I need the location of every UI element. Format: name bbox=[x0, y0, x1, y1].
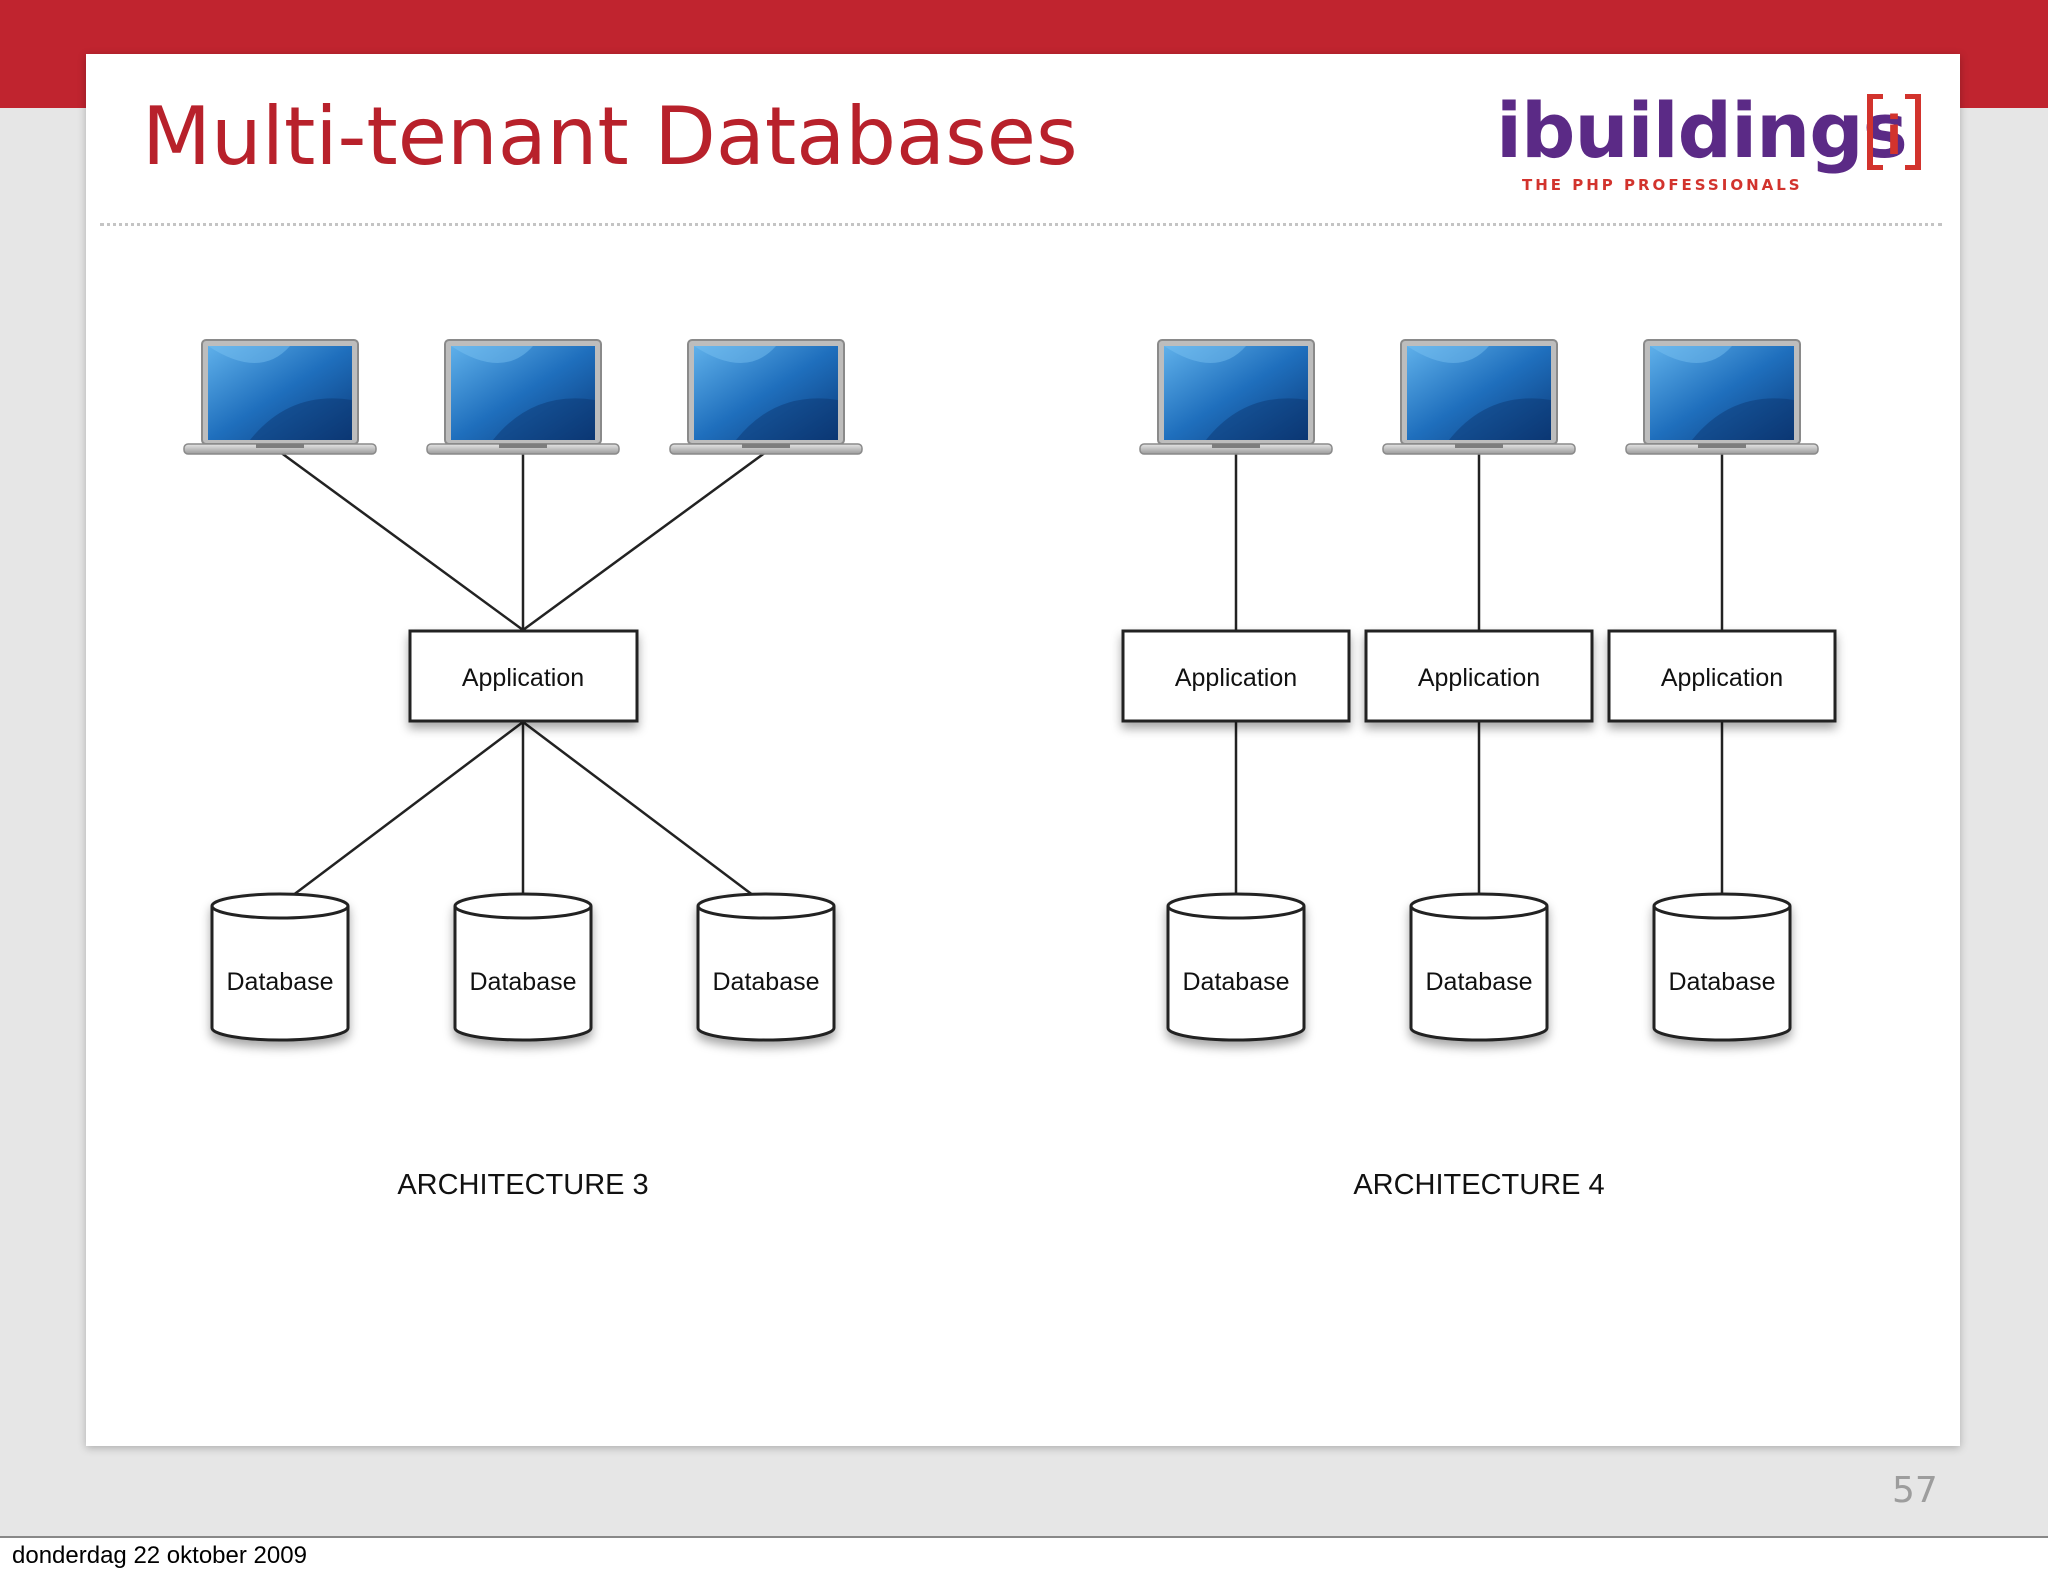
database-cylinder: Database bbox=[1166, 892, 1306, 1042]
database-cylinder: Database bbox=[453, 892, 593, 1042]
logo-wordmark: ibuildings bbox=[1496, 86, 1908, 175]
footer-divider bbox=[0, 1536, 2048, 1538]
application-box: Application bbox=[408, 629, 639, 723]
application-label: Application bbox=[1175, 664, 1297, 692]
architecture-caption: ARCHITECTURE 3 bbox=[397, 1169, 648, 1201]
database-label: Database bbox=[469, 968, 576, 996]
connector-lines bbox=[1234, 452, 1724, 905]
application-box: Application bbox=[1607, 629, 1837, 723]
database-label: Database bbox=[226, 968, 333, 996]
footer-date: donderdag 22 oktober 2009 bbox=[12, 1542, 307, 1569]
application-label: Application bbox=[462, 664, 584, 692]
client-laptop-icon bbox=[1139, 339, 1333, 455]
architecture-3: Application Database Database Database A… bbox=[183, 339, 863, 1201]
ibuildings-logo: ibuildings i THE PHP PROFESSIONALS bbox=[1496, 86, 1936, 198]
logo-bracket-mark: i bbox=[1867, 94, 1921, 170]
architecture-4: Application Application Application Data… bbox=[1121, 339, 1837, 1201]
client-laptop-icon bbox=[1382, 339, 1576, 455]
database-cylinder: Database bbox=[210, 892, 350, 1042]
client-laptop-icon bbox=[183, 339, 377, 455]
application-label: Application bbox=[1661, 664, 1783, 692]
connector-lines bbox=[279, 450, 767, 906]
client-laptop-icon bbox=[426, 339, 620, 455]
database-label: Database bbox=[1425, 968, 1532, 996]
database-cylinder: Database bbox=[696, 892, 836, 1042]
slide-page-number: 57 bbox=[1892, 1470, 1938, 1511]
title-divider bbox=[100, 223, 1942, 226]
logo-mark-letter: i bbox=[1886, 103, 1902, 166]
database-label: Database bbox=[1668, 968, 1775, 996]
database-cylinder: Database bbox=[1409, 892, 1549, 1042]
slide-title: Multi-tenant Databases bbox=[142, 90, 1078, 183]
database-label: Database bbox=[1182, 968, 1289, 996]
client-laptop-icon bbox=[1625, 339, 1819, 455]
client-laptop-icon bbox=[669, 339, 863, 455]
architecture-caption: ARCHITECTURE 4 bbox=[1353, 1169, 1604, 1201]
application-box: Application bbox=[1364, 629, 1594, 723]
database-cylinder: Database bbox=[1652, 892, 1792, 1042]
application-box: Application bbox=[1121, 629, 1351, 723]
slide-canvas bbox=[86, 54, 1960, 1446]
application-label: Application bbox=[1418, 664, 1540, 692]
logo-tagline: THE PHP PROFESSIONALS bbox=[1522, 176, 1803, 194]
database-label: Database bbox=[712, 968, 819, 996]
